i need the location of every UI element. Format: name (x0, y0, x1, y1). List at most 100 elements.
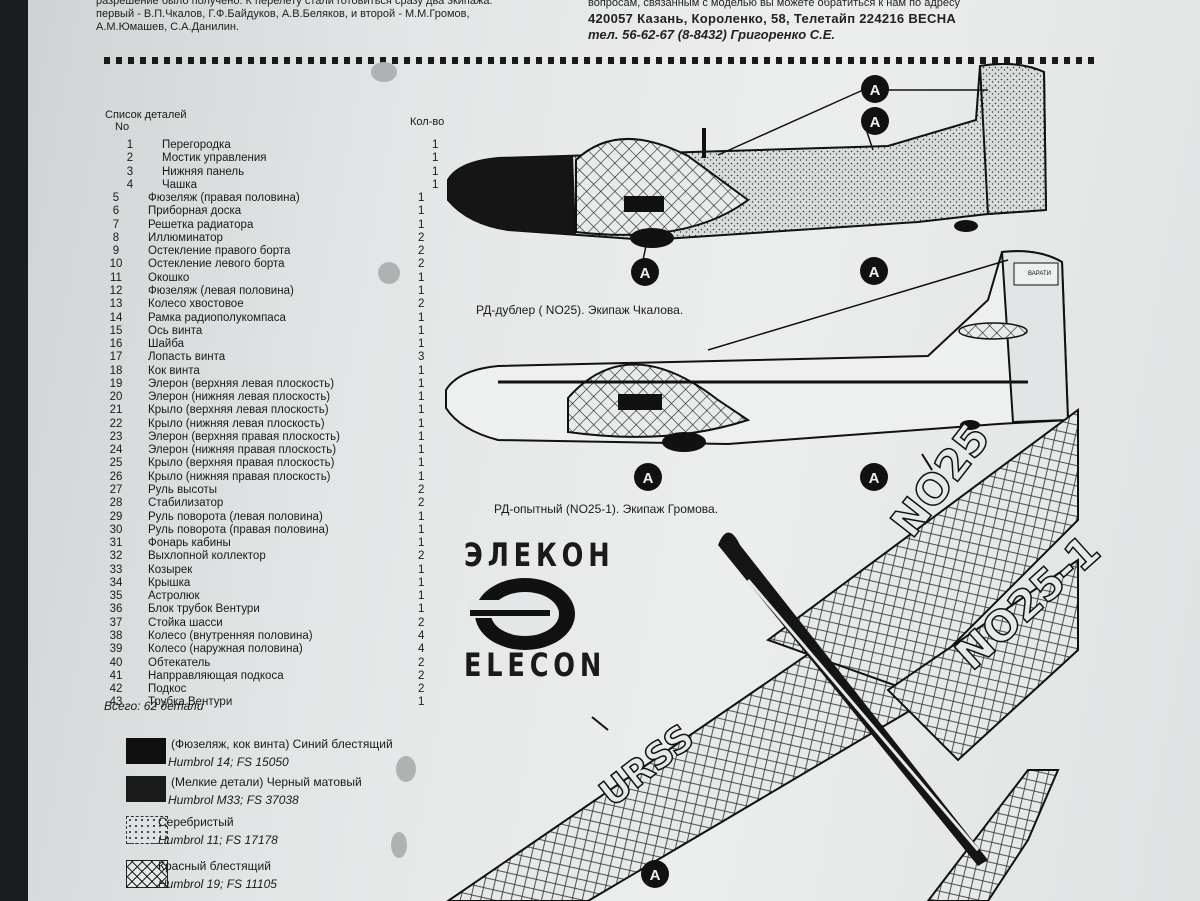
part-qty: 1 (418, 430, 425, 443)
legend-color-name: Серебристый (158, 815, 234, 829)
part-qty: 2 (418, 497, 425, 510)
plane1-caption: РД-дублер ( NO25). Экипаж Чкалова. (476, 303, 684, 317)
instruction-sheet: разрешение было получено. К перелету ста… (28, 0, 1200, 901)
part-name: Элерон (верхняя левая плоскость) (148, 377, 335, 390)
part-name: Руль поворота (правая половина) (148, 523, 329, 536)
part-number: 9 (112, 245, 120, 258)
parts-list-title: Список деталей No (105, 109, 187, 133)
plane2-side-view: ВАРАТИ (445, 250, 1070, 452)
part-number: 22 (109, 417, 123, 430)
paper-tear (371, 62, 397, 82)
part-name: Обтекатель (148, 656, 211, 669)
part-number: 17 (109, 351, 123, 364)
part-qty: 2 (418, 258, 425, 271)
aircraft-drawings: ВАРАТИ NO25 NO25-1 URSS A A (445, 63, 1110, 901)
part-number: 16 (109, 338, 123, 351)
part-qty: 4 (418, 629, 425, 642)
part-number: 8 (112, 231, 120, 244)
plane-top-view: NO25 NO25-1 URSS (446, 408, 1110, 901)
part-name: Остекление левого борта (148, 258, 285, 271)
part-number: 18 (109, 364, 123, 377)
part-qty: 1 (418, 537, 425, 550)
part-number: 24 (109, 444, 123, 457)
part-qty: 1 (418, 590, 425, 603)
svg-text:A: A (870, 114, 881, 131)
header-right-line: вопросам, связанным с моделью вы можете … (588, 0, 960, 9)
part-qty: 1 (418, 338, 425, 351)
part-name: Фюзеляж (левая половина) (148, 284, 294, 297)
parts-list-title-line1: Список деталей (105, 109, 187, 121)
part-name: Перегородка (162, 139, 231, 151)
a-marker: A (634, 463, 662, 491)
svg-text:A: A (640, 265, 651, 282)
header-left: разрешение было получено. К перелету ста… (96, 0, 556, 34)
part-number: 43 (109, 696, 123, 709)
paper-tear (378, 262, 400, 284)
part-name: Блок трубок Вентури (148, 603, 260, 616)
part-number: 33 (109, 563, 123, 576)
part-name: Выхлопной коллектор (148, 550, 266, 563)
part-qty: 1 (432, 139, 439, 151)
tail-stencil: ВАРАТИ (1028, 271, 1051, 277)
part-name: Элерон (верхняя правая плоскость) (148, 430, 340, 443)
part-qty: 1 (418, 696, 425, 709)
a-marker: A (631, 258, 659, 286)
part-qty: 2 (418, 683, 425, 696)
part-qty: 1 (432, 152, 439, 165)
part-number: 25 (109, 457, 123, 470)
part-number: 7 (112, 218, 120, 231)
part-name: Элерон (нижняя левая плоскость) (148, 391, 331, 404)
part-name: Стабилизатор (148, 497, 224, 510)
legend-paint-code: Humbrol 11; FS 17178 (158, 833, 278, 847)
part-qty: 3 (418, 351, 425, 364)
plane1-side-view (447, 63, 1048, 271)
part-name: Фюзеляж (правая половина) (148, 192, 300, 205)
part-number: 13 (109, 298, 123, 311)
part-number: 30 (109, 523, 123, 536)
part-number: 20 (109, 391, 123, 404)
part-number: 6 (112, 205, 120, 218)
part-name: Чашка (162, 178, 197, 191)
part-qty: 2 (418, 245, 425, 258)
part-qty: 1 (418, 205, 425, 218)
part-name: Мостик управления (162, 152, 267, 165)
part-qty: 1 (418, 364, 425, 377)
svg-text:A: A (643, 470, 654, 487)
legend-swatch (126, 738, 166, 764)
a-marker: A (860, 463, 888, 491)
part-name: Крыло (нижняя левая плоскость) (148, 417, 325, 430)
part-number: 40 (109, 656, 123, 669)
part-qty: 1 (418, 391, 425, 404)
part-number: 27 (109, 484, 123, 497)
part-qty: 1 (418, 417, 425, 430)
marker-group: A A A A A A A (631, 75, 889, 888)
part-number: 41 (109, 669, 123, 682)
part-qty: 1 (418, 324, 425, 337)
part-name: Иллюминатор (148, 231, 223, 244)
part-number: 35 (109, 590, 123, 603)
part-qty: 2 (418, 669, 425, 682)
parts-total: Всего: 62 детали (104, 699, 204, 713)
part-name: Элерон (нижняя правая плоскость) (148, 444, 337, 457)
paper-tear (391, 832, 407, 858)
part-qty: 1 (418, 377, 425, 390)
a-marker: A (860, 257, 888, 285)
part-number: 42 (109, 683, 123, 696)
part-number: 4 (126, 178, 134, 191)
part-name: Кок винта (148, 364, 200, 377)
part-qty: 1 (418, 404, 425, 417)
plane2-caption: РД-опытный (NO25-1). Экипаж Громова. (494, 502, 719, 516)
part-qty: 1 (418, 444, 425, 457)
part-number: 12 (109, 284, 123, 297)
part-name: Подкос (148, 683, 187, 696)
part-qty: 1 (418, 470, 425, 483)
part-number: 37 (109, 616, 123, 629)
legend-swatch (126, 860, 168, 888)
part-name: Лопасть винта (148, 351, 226, 364)
part-qty: 2 (418, 616, 425, 629)
part-name: Руль поворота (левая половина) (148, 510, 323, 523)
part-name: Колесо (наружная половина) (148, 643, 303, 656)
part-qty: 1 (432, 178, 439, 191)
part-number: 3 (126, 165, 134, 178)
